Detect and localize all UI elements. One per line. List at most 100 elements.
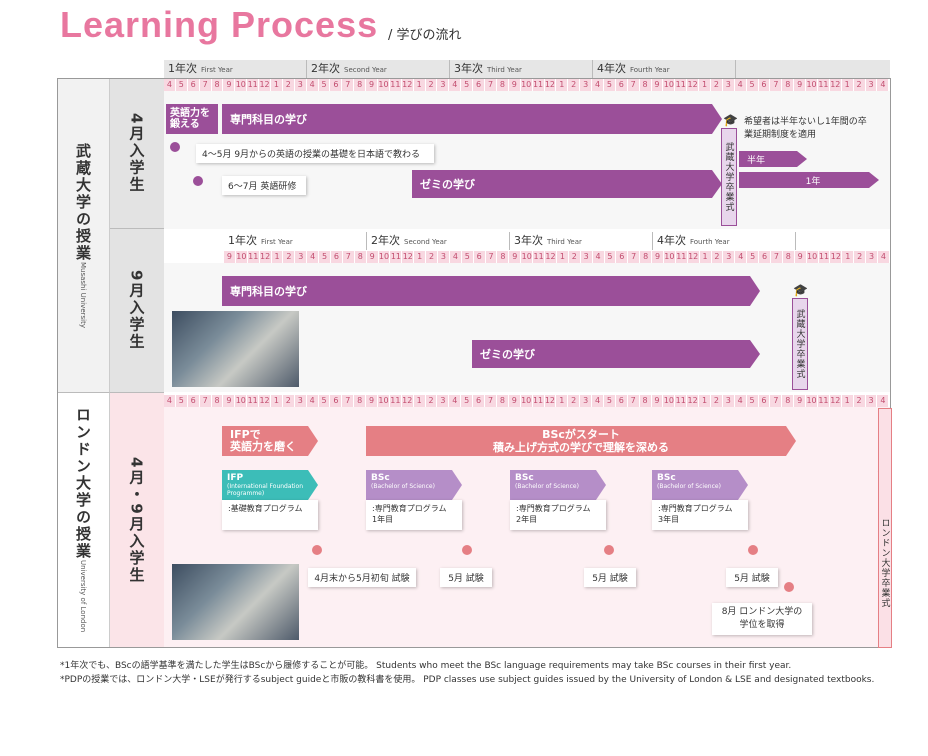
april-seminar-bar: ゼミの学び [412, 170, 722, 198]
bsc1-card-header: BSc (Bachelor of Science) [366, 470, 462, 500]
month-cell: 4 [164, 395, 176, 407]
month-cell: 3 [437, 395, 450, 407]
month-cell: 5 [175, 79, 188, 91]
month-cell: 10 [806, 395, 818, 407]
half-year-extension-bar: 半年 [739, 151, 807, 167]
month-cell: 7 [770, 79, 783, 91]
month-cell: 7 [199, 395, 212, 407]
month-cell: 4 [307, 251, 320, 263]
month-cell: 3 [580, 79, 593, 91]
month-cell: 5 [461, 395, 474, 407]
month-cell: 5 [746, 395, 759, 407]
exam2-dot [462, 545, 472, 555]
month-cell: 3 [723, 251, 736, 263]
month-cell: 6 [616, 251, 629, 263]
month-cell: 6 [758, 79, 771, 91]
one-year-extension-bar: 1年 [739, 172, 879, 188]
month-cell: 11 [818, 251, 831, 263]
month-cell: 9 [794, 395, 807, 407]
month-cell: 7 [342, 251, 355, 263]
month-cell: 5 [318, 395, 331, 407]
month-cell: 7 [485, 251, 498, 263]
month-cell: 4 [734, 395, 747, 407]
exam1-dot [312, 545, 322, 555]
exam3-dot [604, 545, 614, 555]
ifp-bar: IFPで 英語力を磨く [222, 426, 318, 456]
month-cell: 2 [425, 79, 438, 91]
month-cell: 10 [806, 251, 819, 263]
month-cell: 2 [568, 251, 581, 263]
month-cell: 3 [722, 395, 735, 407]
month-cell: 12 [687, 251, 700, 263]
footnote-2: *PDPの授業では、ロンドン大学・LSEが発行するsubject guideと市… [60, 675, 875, 685]
month-cell: 7 [627, 79, 640, 91]
month-cell: 12 [401, 79, 414, 91]
month-cell: 4 [877, 251, 890, 263]
month-cell: 5 [747, 251, 760, 263]
month-cell: 6 [331, 251, 343, 263]
page-title: Learning Process [60, 4, 379, 45]
month-cell: 4 [877, 79, 890, 91]
bsc3-card-header: BSc (Bachelor of Science) [652, 470, 748, 500]
degree-note: 8月 ロンドン大学の学位を取得 [712, 603, 812, 635]
month-cell: 10 [378, 395, 390, 407]
month-cell: 6 [473, 79, 486, 91]
exam2-note: 5月 試験 [440, 568, 492, 587]
month-cell: 2 [568, 395, 581, 407]
month-cell: 10 [235, 251, 248, 263]
month-cell: 5 [461, 79, 474, 91]
month-cell: 1 [699, 251, 712, 263]
note1-dot [170, 142, 180, 152]
month-cell: 4 [592, 251, 605, 263]
month-cell: 7 [628, 251, 641, 263]
month-cell: 6 [187, 395, 200, 407]
month-cell: 7 [627, 395, 640, 407]
month-cell: 4 [449, 395, 462, 407]
exam4-dot [748, 545, 758, 555]
month-cell: 11 [533, 251, 546, 263]
month-cell: 6 [330, 79, 343, 91]
month-cell: 11 [532, 79, 545, 91]
month-cell: 3 [294, 79, 307, 91]
month-cell: 12 [401, 395, 414, 407]
month-cell: 12 [544, 79, 557, 91]
month-cell: 11 [389, 79, 402, 91]
month-cell: 1 [841, 79, 854, 91]
graduation-cap-icon: 🎓 [793, 283, 808, 297]
month-cell: 4 [306, 79, 319, 91]
month-cell: 9 [794, 79, 807, 91]
month-cell: 11 [247, 251, 260, 263]
month-cell: 7 [485, 79, 497, 91]
month-cell: 8 [640, 251, 653, 263]
extension-note: 希望者は半年ないし1年間の卒業延期制度を適用 [744, 117, 867, 140]
month-cell: 12 [544, 395, 557, 407]
month-cell: 11 [532, 395, 545, 407]
exam1-note: 4月末から5月初旬 試験 [308, 568, 416, 587]
note-english-basics: 4〜5月 9月からの英語の授業の基礎を日本語で教わる [196, 144, 434, 163]
month-cell: 3 [865, 395, 878, 407]
month-cell: 3 [865, 79, 878, 91]
month-cell: 10 [378, 79, 390, 91]
month-cell: 9 [508, 79, 521, 91]
month-cell: 6 [615, 395, 628, 407]
month-cell: 7 [770, 395, 783, 407]
month-cell: 9 [366, 79, 379, 91]
month-cell: 6 [330, 395, 343, 407]
month-cell: 3 [722, 79, 735, 91]
month-cell: 3 [866, 251, 878, 263]
footnote-1: *1年次でも、BScの語学基準を満たした学生はBScから履修することが可能。 S… [60, 661, 792, 671]
london-entry-label: 4月・9月入学生 [110, 392, 164, 647]
month-cell: 12 [830, 251, 843, 263]
month-cell: 11 [389, 395, 402, 407]
month-cell: 9 [508, 395, 521, 407]
month-cell: 3 [438, 251, 450, 263]
month-cell: 11 [675, 395, 688, 407]
month-cell: 4 [877, 395, 890, 407]
month-cell: 9 [652, 251, 664, 263]
